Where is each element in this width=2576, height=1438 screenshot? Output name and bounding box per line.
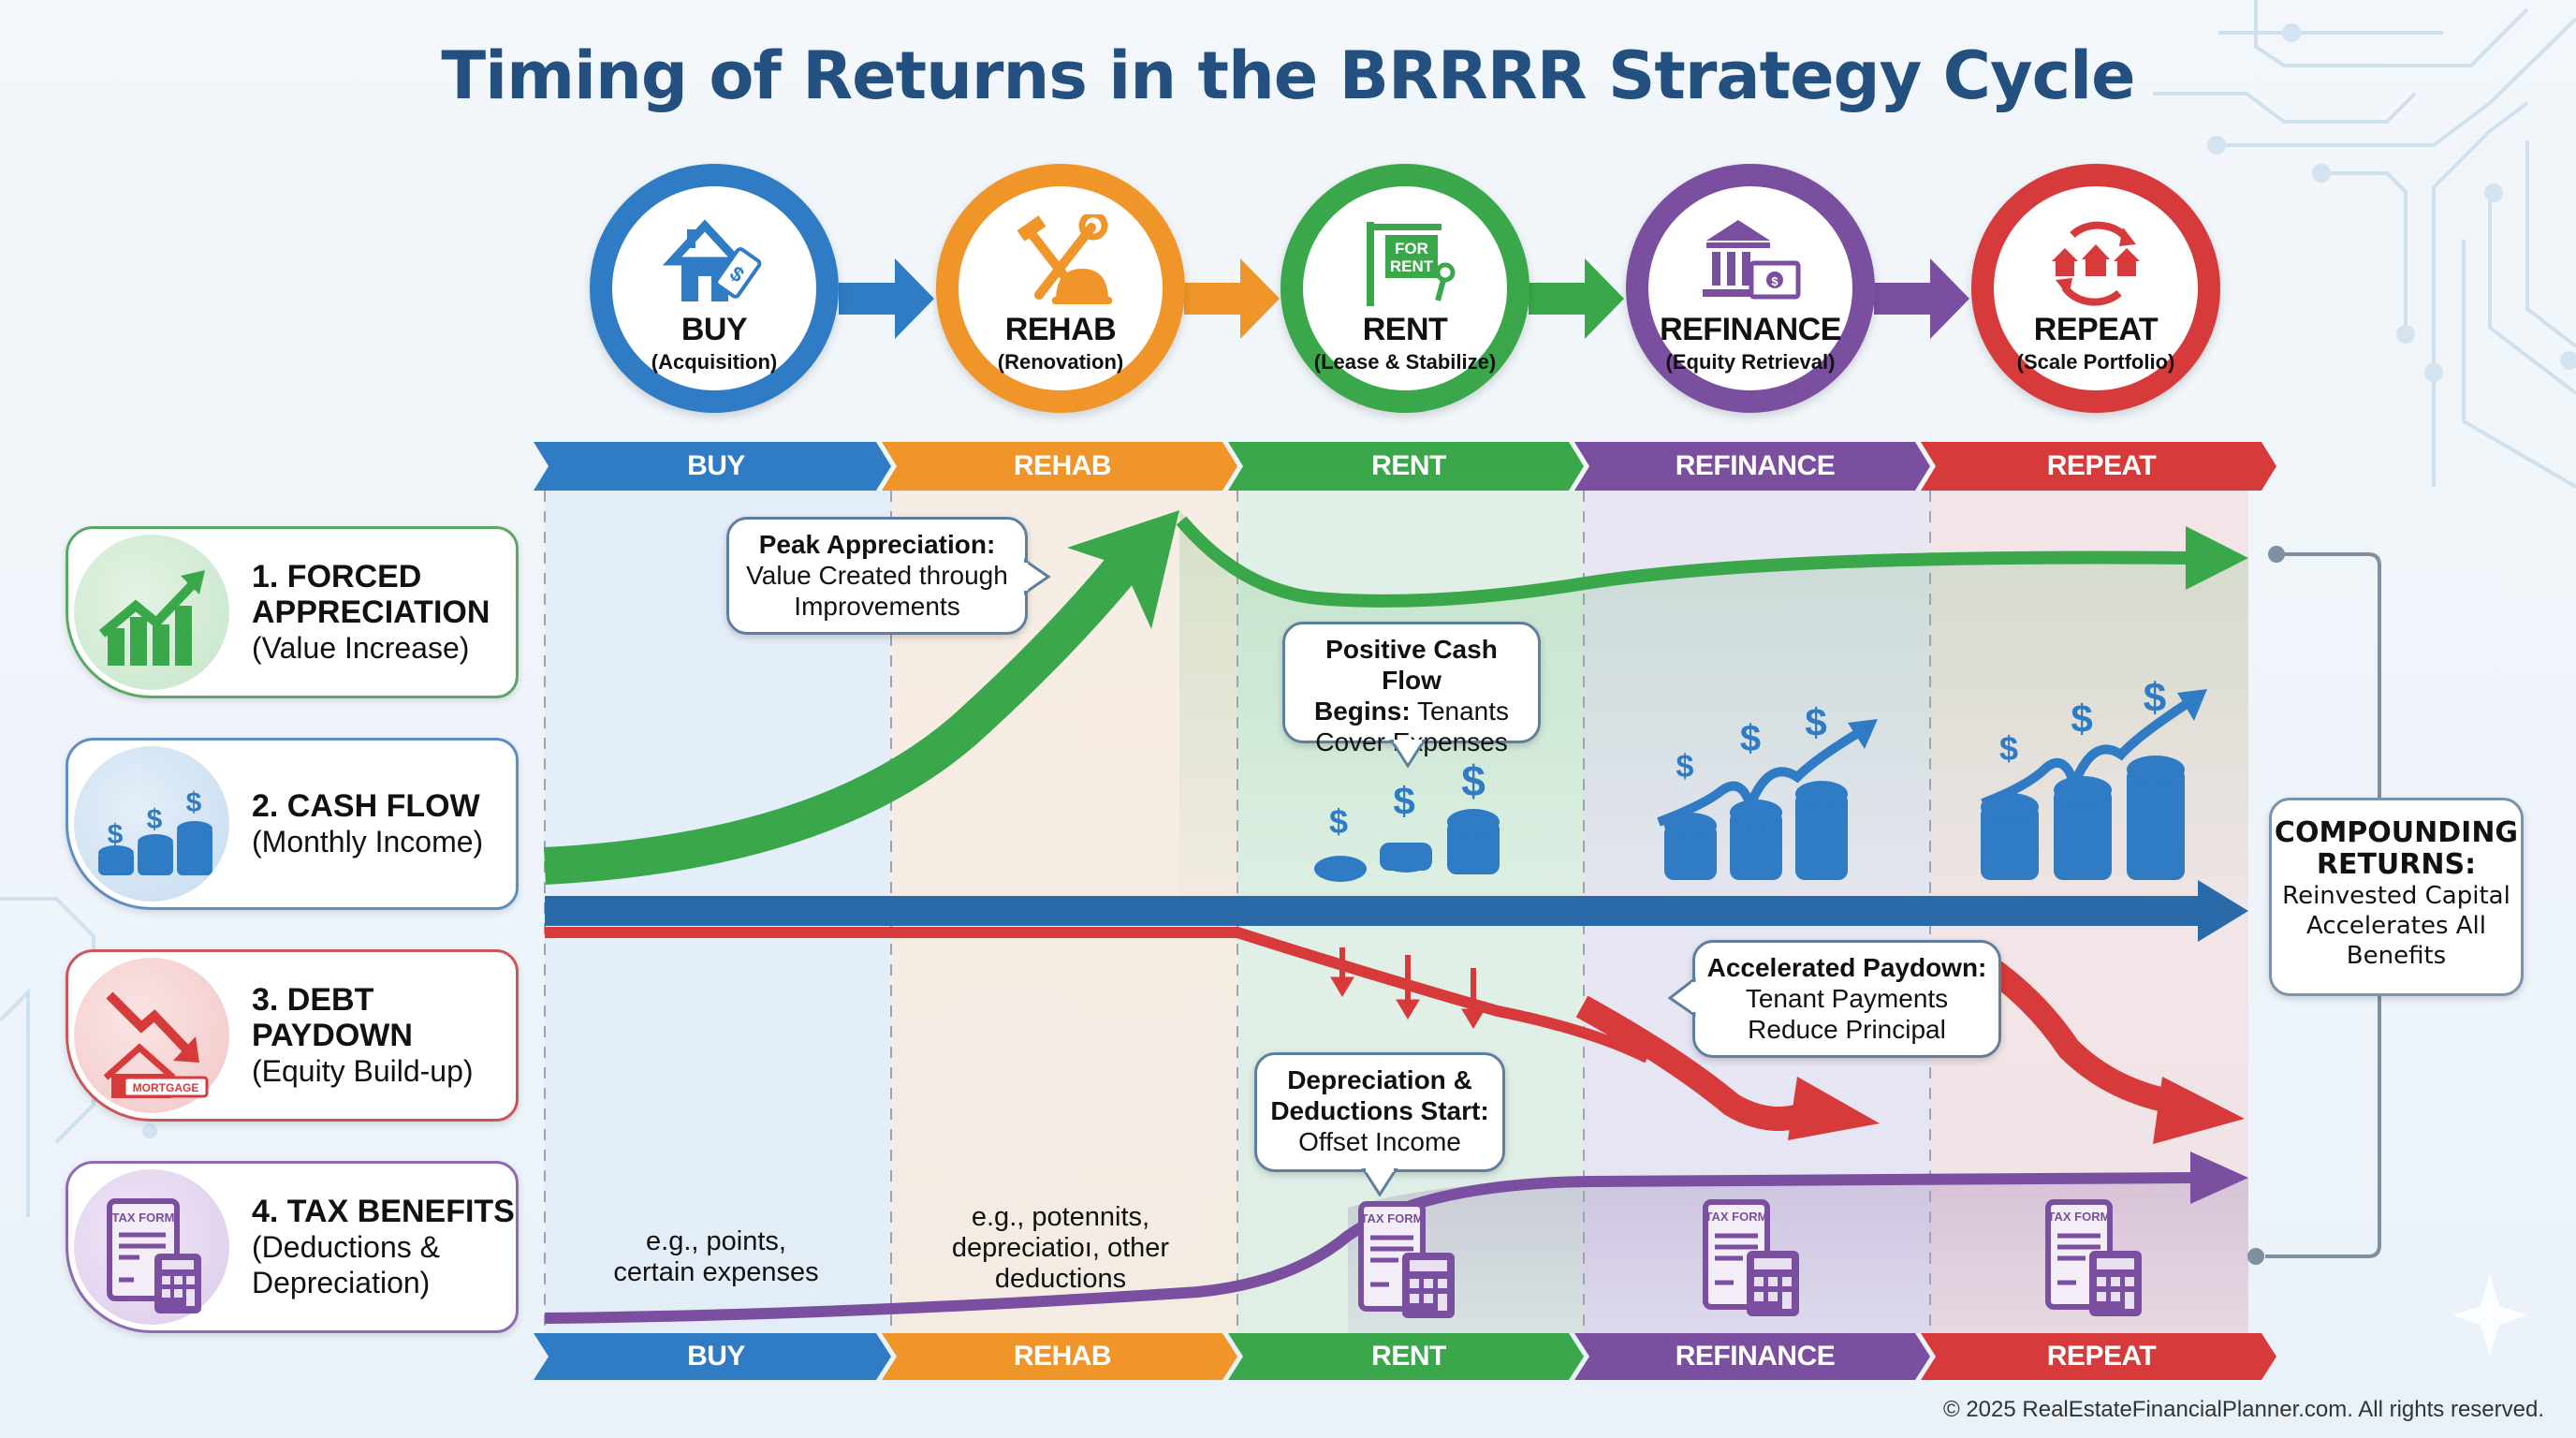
bottom-chevron-buy-label: BUY	[687, 1341, 745, 1372]
bottom-chevron-repeat-label: REPEAT	[2046, 1341, 2157, 1372]
callout-positive-cash-flow: Positive Cash Flow Begins: Tenants Cover…	[1282, 622, 1541, 756]
benefit-debt-paydown[interactable]: MORTGAGE 3. DEBT PAYDOWN (Equity Build-u…	[66, 949, 519, 1122]
bottom-chevron-rent	[1228, 1333, 1584, 1380]
tax-form-icon: TAX FORM	[107, 1198, 201, 1313]
debt-paydown-curve	[545, 927, 1650, 1064]
svg-text:TAX FORM: TAX FORM	[1705, 1210, 1768, 1224]
svg-text:$: $	[1676, 749, 1694, 785]
stage-repeat-sub: (Scale Portfolio)	[2016, 350, 2175, 374]
forced-appreciation-end-arrowhead	[2186, 526, 2248, 590]
stage-repeat-name: REPEAT	[2033, 312, 2159, 347]
copyright-footer: © 2025 RealEstateFinancialPlanner.com. A…	[1942, 1397, 2544, 1422]
svg-text:$: $	[2144, 675, 2166, 721]
tax-note-buy: e.g., points, certain expenses	[613, 1226, 819, 1287]
bottom-chevron-rehab-label: REHAB	[1013, 1341, 1112, 1372]
stage-rehab-sub: (Renovation)	[997, 350, 1124, 374]
tax-benefits-arrowhead	[2190, 1152, 2248, 1204]
top-chevron-refinance-label: REFINANCE	[1675, 450, 1836, 481]
tax-form-icon-refinance: TAX FORM	[1703, 1199, 1799, 1316]
callout-peak-pointer	[1024, 558, 1051, 595]
svg-text:FOR: FOR	[1395, 240, 1428, 257]
svg-text:MORTGAGE: MORTGAGE	[133, 1081, 199, 1094]
house-price-tag-icon: $	[663, 219, 762, 301]
tax-note-rehab: e.g., potennits, depreciatioı, other ded…	[951, 1202, 1170, 1294]
stage-buy-sub: (Acquisition)	[651, 350, 778, 374]
svg-text:$: $	[1461, 756, 1486, 805]
arrow-rent-to-refinance	[1529, 258, 1624, 339]
benefit-cash-flow[interactable]: $$$ 2. CASH FLOW (Monthly Income)	[66, 738, 519, 910]
bottom-chevron-refinance-label: REFINANCE	[1675, 1341, 1836, 1372]
tax-form-icon-repeat: TAX FORM	[2045, 1199, 2142, 1316]
bottom-phase-bar	[534, 1333, 2276, 1380]
stage-connectors	[839, 258, 1969, 339]
houses-cycle-icon	[2052, 221, 2140, 306]
coin-stacks-growth-icon-refinance: $ $ $	[1657, 702, 1878, 880]
stage-rehab-name: REHAB	[1004, 312, 1117, 347]
bottom-chevron-rent-label: RENT	[1371, 1341, 1446, 1372]
arrow-buy-to-rehab	[839, 258, 934, 339]
compounding-returns-box: COMPOUNDING RETURNS: Reinvested Capital …	[2269, 798, 2524, 996]
top-chevron-repeat	[1921, 442, 2276, 491]
callout-accelerated-paydown: Accelerated Paydown: Tenant Payments Red…	[1692, 940, 2001, 1058]
svg-text:$: $	[1393, 779, 1414, 823]
svg-text:TAX FORM: TAX FORM	[2048, 1210, 2111, 1224]
tax-benefits-curve	[544, 1172, 2191, 1324]
top-chevron-repeat-label: REPEAT	[2046, 450, 2157, 481]
coin-stacks-icon-rent: $ $ $	[1314, 756, 1500, 882]
cash-flow-line	[545, 896, 2202, 926]
top-chevron-buy	[534, 442, 891, 491]
arrow-refinance-to-repeat	[1874, 258, 1969, 339]
page-title: Timing of Returns in the BRRRR Strategy …	[441, 37, 2135, 114]
mortgage-down-icon: MORTGAGE	[103, 991, 209, 1098]
benefit-forced-appreciation[interactable]: 1. FORCED APPRECIATION (Value Increase)	[66, 526, 519, 698]
stage-refinance-name: REFINANCE	[1660, 312, 1841, 347]
svg-text:$: $	[1805, 702, 1826, 744]
svg-text:$: $	[1771, 274, 1778, 288]
for-rent-sign-icon: FOR RENT	[1367, 222, 1456, 306]
top-chevron-rehab-label: REHAB	[1013, 450, 1112, 481]
forced-appreciation-curve	[543, 554, 1138, 885]
svg-text:$: $	[147, 804, 163, 835]
coin-stacks-growth-icon-repeat: $ $ $	[1981, 675, 2207, 880]
forced-appreciation-plateau	[1176, 516, 2191, 608]
top-chevron-rent-label: RENT	[1371, 450, 1446, 481]
bottom-chevron-rehab	[882, 1333, 1237, 1380]
callout-depreciation-deductions: Depreciation & Deductions Start: Offset …	[1254, 1052, 1505, 1172]
coin-stacks-icon: $ $ $	[98, 787, 212, 875]
growth-chart-icon	[98, 570, 205, 666]
top-chevron-rehab	[882, 442, 1237, 491]
svg-text:$: $	[1999, 729, 2018, 768]
cash-flow-arrowhead	[2198, 880, 2248, 942]
paydown-down-arrows	[1330, 947, 1486, 1029]
svg-text:$: $	[1329, 802, 1348, 841]
svg-text:TAX FORM: TAX FORM	[112, 1211, 175, 1225]
benefit-tax-benefits[interactable]: TAX FORM 4. TAX BENEFITS (Deductions & D…	[66, 1161, 519, 1333]
stage-rent-name: RENT	[1362, 312, 1448, 347]
callout-peak-appreciation: Peak Appreciation: Value Created through…	[726, 517, 1028, 635]
callout-paydown-pointer	[1667, 977, 1696, 1017]
top-chevron-buy-label: BUY	[687, 450, 745, 481]
svg-text:$: $	[2071, 697, 2092, 741]
stage-rent-sub: (Lease & Stabilize)	[1313, 350, 1497, 374]
bottom-chevron-refinance	[1574, 1333, 1930, 1380]
svg-text:TAX FORM: TAX FORM	[1361, 1211, 1424, 1225]
stage-buy-name: BUY	[681, 312, 748, 347]
svg-text:$: $	[1740, 718, 1761, 759]
callout-cash-flow-pointer	[1389, 740, 1427, 769]
svg-text:$: $	[186, 787, 202, 818]
bank-cash-icon: $	[1703, 220, 1801, 300]
bottom-chevron-repeat	[1921, 1333, 2276, 1380]
top-chevron-refinance	[1574, 442, 1930, 491]
bottom-chevron-buy	[534, 1333, 891, 1380]
svg-text:RENT: RENT	[1390, 257, 1434, 275]
callout-depreciation-pointer	[1361, 1168, 1398, 1197]
hammer-wrench-hardhat-icon	[1017, 214, 1112, 304]
stage-refinance-sub: (Equity Retrieval)	[1665, 350, 1836, 374]
tax-form-icon-rent: TAX FORM	[1358, 1201, 1455, 1318]
top-phase-bar	[534, 442, 2276, 491]
top-chevron-rent	[1228, 442, 1584, 491]
svg-text:$: $	[108, 819, 124, 850]
forced-appreciation-peak-arrowhead	[1067, 510, 1179, 629]
arrow-rehab-to-rent	[1184, 258, 1280, 339]
